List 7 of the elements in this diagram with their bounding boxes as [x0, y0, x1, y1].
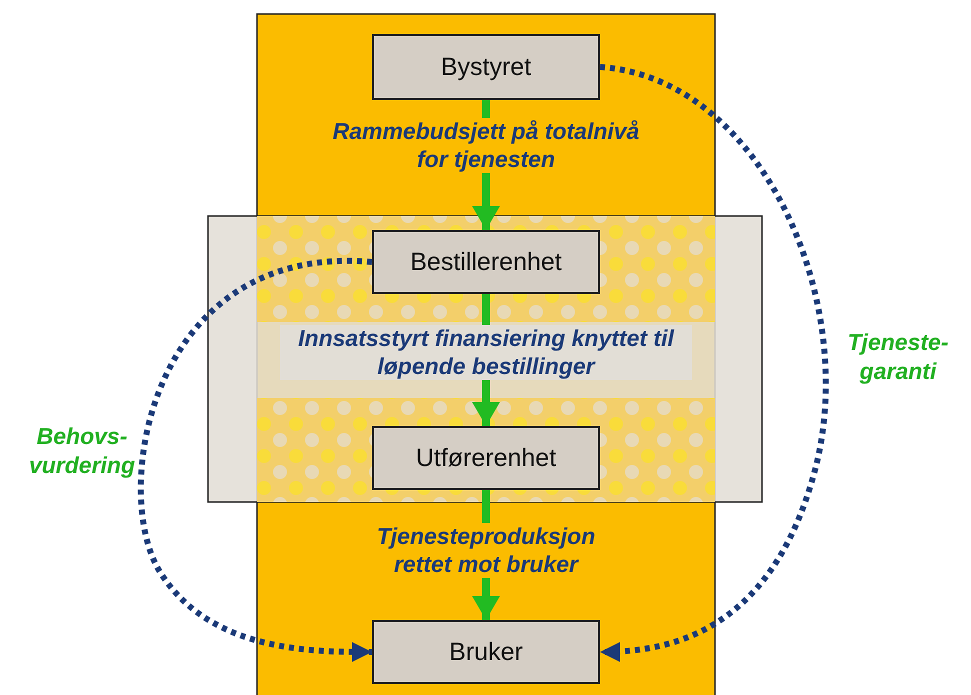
process-box: Bruker [372, 620, 600, 684]
process-box: Utførerenhet [372, 426, 600, 490]
edge-label: Innsatsstyrt finansiering knyttet til løpende bestillinger [280, 325, 692, 380]
process-box: Bestillerenhet [372, 230, 600, 294]
process-box: Bystyret [372, 34, 600, 100]
edge-label: Tjeneste- garanti [846, 328, 950, 386]
edge-label: Behovs- vurdering [28, 422, 136, 480]
